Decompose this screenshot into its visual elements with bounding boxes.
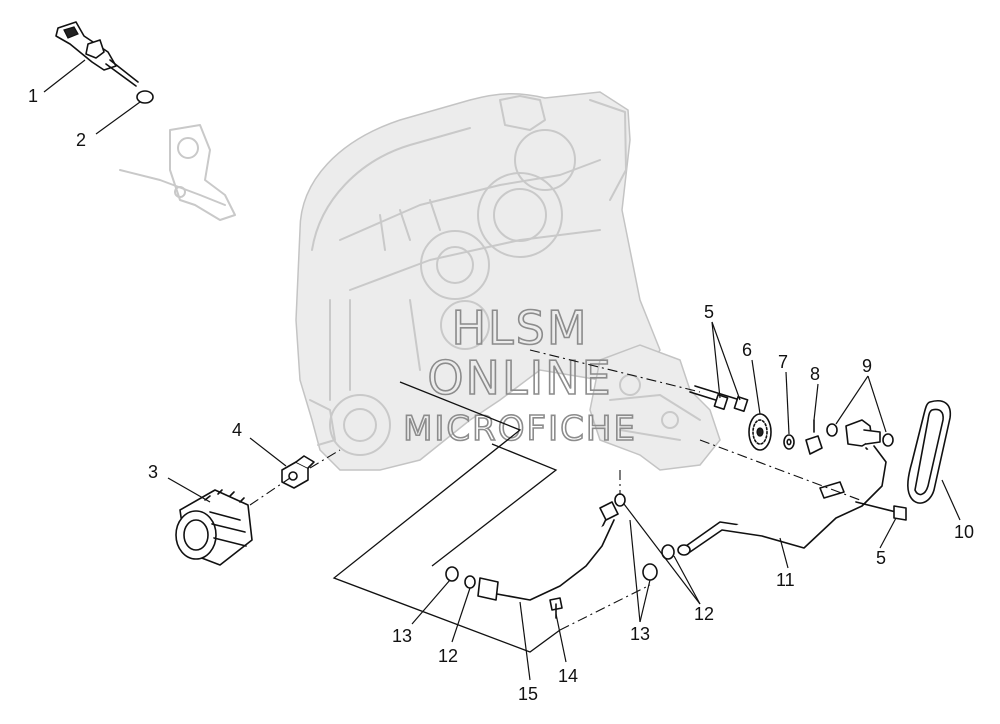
watermark-line-2: ONLINE <box>427 351 612 405</box>
sprocket-part <box>748 413 772 451</box>
oil-filter-part <box>175 489 253 566</box>
callout-5-lower: 5 <box>876 548 886 568</box>
callout-15: 15 <box>518 684 538 704</box>
oil-line-part <box>677 445 887 556</box>
sealing-washer-part <box>464 493 675 589</box>
fitting-part <box>281 455 315 489</box>
bolts-part <box>689 385 749 413</box>
elbow-fitting-part <box>826 419 894 447</box>
copper-washer-part <box>445 563 658 582</box>
watermark-line-1: HLSM <box>451 301 588 355</box>
dipstick-part <box>55 21 139 87</box>
callout-5-upper: 5 <box>704 302 714 322</box>
callout-13-left: 13 <box>392 626 412 646</box>
lower-bolt-part <box>855 501 907 521</box>
callout-12-right: 12 <box>694 604 714 624</box>
bracket-ghost <box>119 124 236 221</box>
callout-labels: 1 2 3 4 5 5 6 7 8 9 10 11 12 12 13 13 14… <box>28 86 974 704</box>
o-ring-part <box>136 90 154 104</box>
callout-10: 10 <box>954 522 974 542</box>
callout-13-right: 13 <box>630 624 650 644</box>
bolt-part <box>805 419 823 455</box>
callout-4: 4 <box>232 420 242 440</box>
return-line-part <box>477 501 619 601</box>
callout-3: 3 <box>148 462 158 482</box>
callout-12-left: 12 <box>438 646 458 666</box>
callout-14: 14 <box>558 666 578 686</box>
leader-lines <box>43 59 961 681</box>
crankcase-ghost <box>295 91 661 471</box>
callout-9: 9 <box>862 356 872 376</box>
callout-2: 2 <box>76 130 86 150</box>
callout-7: 7 <box>778 352 788 372</box>
watermark-line-3: MICROFICHE <box>403 409 637 449</box>
assembly-lines <box>249 349 861 653</box>
loop-part <box>907 400 952 504</box>
callout-11: 11 <box>776 570 795 590</box>
washer-part <box>783 434 795 450</box>
callout-1: 1 <box>28 86 38 106</box>
callout-6: 6 <box>742 340 752 360</box>
callout-8: 8 <box>810 364 820 384</box>
